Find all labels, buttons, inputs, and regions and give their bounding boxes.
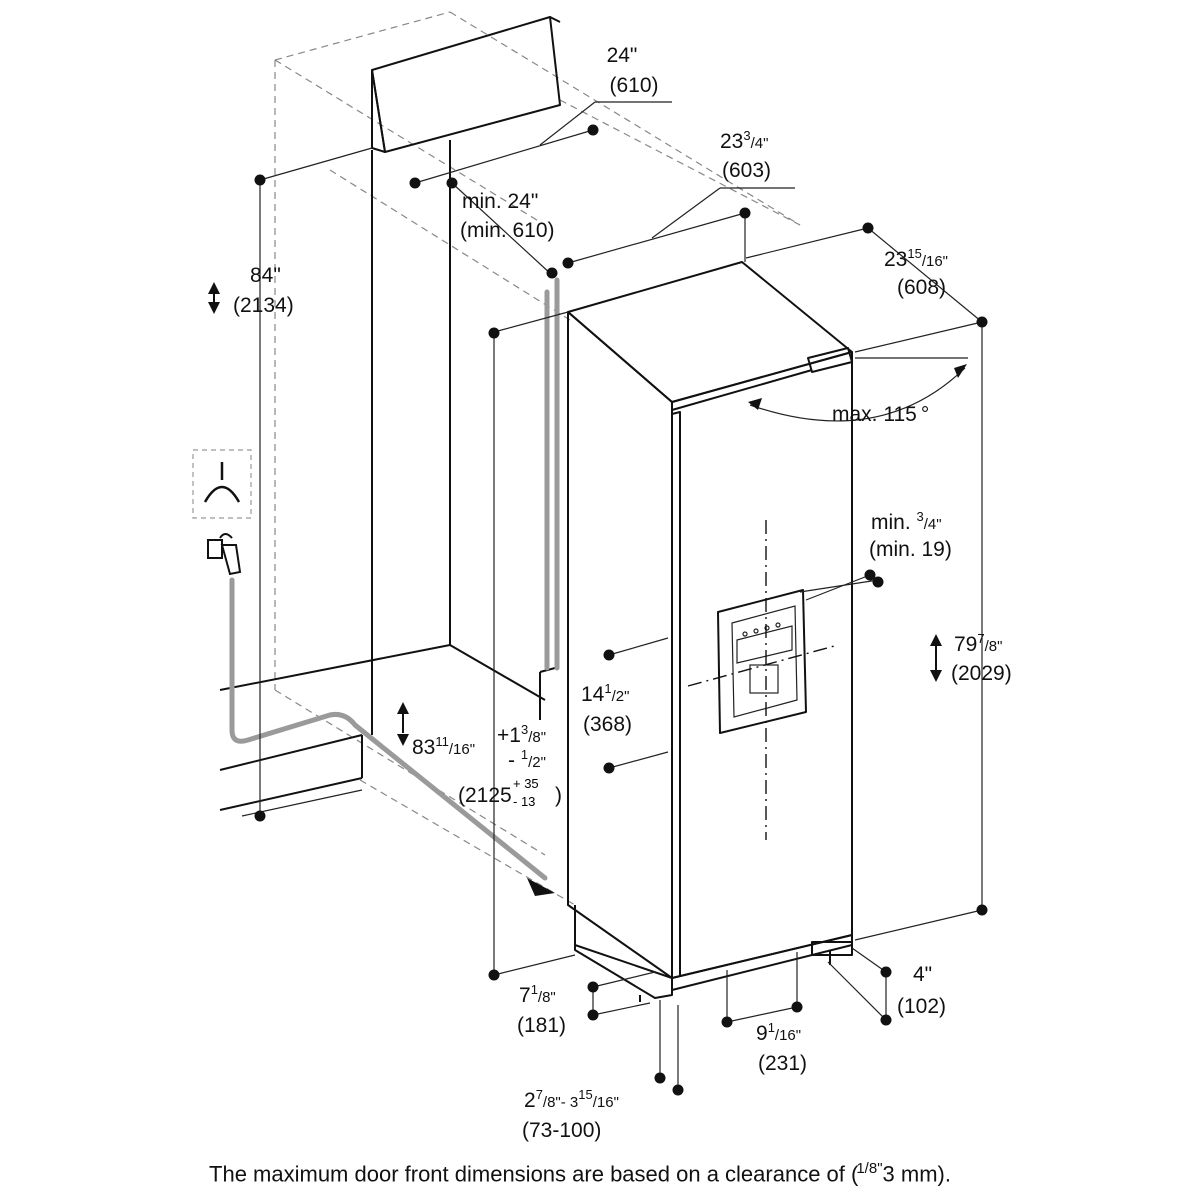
svg-text:2315/16": 2315/16" (884, 246, 948, 271)
svg-text:- 13: - 13 (513, 794, 535, 809)
svg-text:(231): (231) (758, 1052, 807, 1075)
svg-text:27/8"- 315/16": 27/8"- 315/16" (524, 1087, 619, 1112)
svg-text:(2029): (2029) (951, 662, 1012, 685)
label-niche-height: 84" (2134) (233, 264, 294, 317)
svg-text:71/8": 71/8" (519, 982, 556, 1007)
label-unit-depth: 2315/16" (608) (884, 246, 948, 299)
refrigerator (567, 261, 853, 1002)
water-tap-icon (207, 533, 242, 576)
double-arrow-icon (397, 702, 409, 746)
label-niche-width: 24" (610) (607, 44, 659, 97)
svg-text:min. 24": min. 24" (462, 190, 538, 213)
ground-symbol-icon (192, 449, 252, 519)
svg-text:(368): (368) (583, 713, 632, 736)
label-side-clearance: min. 3/4" (min. 19) (869, 509, 952, 561)
dimension-dots (254, 124, 988, 1096)
footnote-text: The maximum door front dimensions are ba… (209, 1161, 859, 1187)
svg-text:(608): (608) (897, 276, 946, 299)
dispenser (717, 589, 807, 734)
label-door-height: 797/8" (2029) (951, 631, 1012, 685)
svg-text:84": 84" (250, 264, 281, 287)
svg-text:91/16": 91/16" (756, 1020, 801, 1045)
dispenser-centerlines (687, 520, 839, 840)
label-dispenser-height: 141/2" (368) (581, 681, 632, 736)
arrows (527, 364, 967, 896)
footnote-fraction: 1/8" (856, 1160, 883, 1177)
svg-text:+ 35: + 35 (513, 776, 539, 791)
svg-text:): ) (555, 784, 562, 807)
svg-text:(610): (610) (609, 74, 658, 97)
svg-text:(2134): (2134) (233, 294, 294, 317)
svg-text:max. 115°: max. 115° (832, 403, 929, 426)
svg-text:(min. 610): (min. 610) (460, 219, 555, 242)
footnote-tail: 3 mm). (882, 1161, 951, 1187)
svg-text:141/2": 141/2" (581, 681, 629, 706)
svg-text:4": 4" (913, 963, 932, 986)
svg-text:(603): (603) (722, 159, 771, 182)
water-line (229, 277, 560, 881)
svg-text:(102): (102) (897, 995, 946, 1018)
svg-text:(2125: (2125 (458, 784, 512, 807)
label-unit-width: 233/4" (603) (720, 128, 771, 182)
svg-text:(181): (181) (517, 1014, 566, 1037)
niche-wall (219, 140, 556, 811)
label-niche-depth: min. 24" (min. 610) (460, 190, 555, 242)
double-arrow-icon (208, 282, 220, 314)
label-unit-height: 8311/16" +13/8" - 1/2" (2125 + 35 - 13 ) (412, 722, 562, 809)
svg-text:24": 24" (607, 44, 638, 67)
svg-text:min. 3/4": min. 3/4" (871, 509, 942, 534)
svg-text:- 1/2": - 1/2" (508, 747, 546, 772)
svg-text:797/8": 797/8" (954, 631, 1002, 656)
label-door-swing: max. 115° (832, 403, 929, 426)
svg-text:233/4": 233/4" (720, 128, 768, 153)
label-foot-depth: 4" (102) (897, 963, 946, 1018)
svg-text:(min. 19): (min. 19) (869, 538, 952, 561)
double-arrow-icon (930, 634, 942, 682)
svg-text:+13/8": +13/8" (497, 722, 546, 747)
label-plinth-height: 71/8" (181) (517, 982, 566, 1037)
label-foot-adjustment: 27/8"- 315/16" (73-100) (522, 1087, 619, 1142)
soffit-panel (371, 16, 561, 153)
dimension-lines (241, 101, 983, 1090)
svg-text:8311/16": 8311/16" (412, 734, 475, 759)
svg-text:(73-100): (73-100) (522, 1119, 601, 1142)
footnote: The maximum door front dimensions are ba… (0, 1160, 1160, 1187)
label-foot-spacing: 91/16" (231) (756, 1020, 807, 1075)
